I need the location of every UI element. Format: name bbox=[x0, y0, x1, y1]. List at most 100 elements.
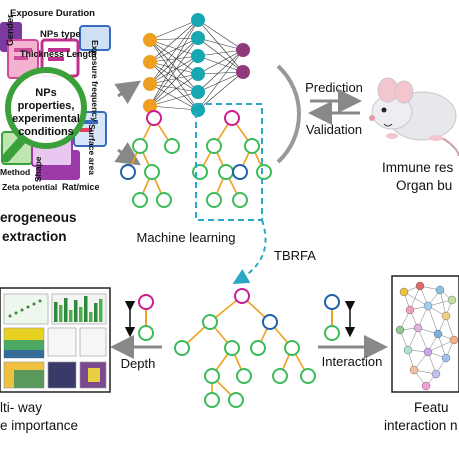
nn-edge bbox=[149, 61, 199, 75]
net-node bbox=[423, 347, 433, 357]
nn-edge bbox=[197, 49, 244, 93]
net-node bbox=[405, 305, 415, 315]
mw-bar bbox=[99, 299, 103, 322]
nn-edge bbox=[149, 39, 199, 111]
tree-node bbox=[232, 164, 248, 180]
mw-bar bbox=[69, 310, 73, 322]
tree-node bbox=[224, 110, 240, 126]
mw-dot bbox=[20, 308, 24, 312]
nn-node bbox=[191, 103, 205, 117]
tree-node bbox=[250, 340, 266, 356]
network-caption-1: Featu bbox=[414, 400, 449, 415]
nn-node bbox=[143, 55, 157, 69]
mw-bar bbox=[94, 303, 98, 322]
nn-edge bbox=[149, 39, 199, 75]
tree-node bbox=[202, 314, 218, 330]
nn-node bbox=[236, 43, 250, 57]
nn-edge bbox=[149, 91, 199, 107]
tbrfa-arrow bbox=[232, 219, 267, 285]
doc-card-blue bbox=[79, 25, 111, 51]
nn-node bbox=[191, 67, 205, 81]
neural-network bbox=[143, 13, 250, 117]
interaction-label: Interaction bbox=[322, 354, 383, 369]
magnifier-text-2: properties, bbox=[18, 100, 75, 112]
net-node bbox=[435, 285, 445, 295]
multiway-caption-1: lti- way bbox=[0, 400, 42, 415]
magnifier-text-1: NPs bbox=[35, 87, 56, 99]
nn-edge bbox=[149, 73, 199, 107]
outcome-caption-2: Organ bu bbox=[396, 178, 452, 193]
mw-bar bbox=[79, 307, 83, 322]
word-rat-mice: Rat/mice bbox=[62, 182, 100, 192]
word-shape: Shape bbox=[33, 156, 43, 182]
nn-edge bbox=[197, 19, 244, 73]
nn-edge bbox=[149, 37, 199, 41]
tbrfa-tree bbox=[174, 288, 316, 408]
net-edge bbox=[427, 339, 455, 353]
mw-dot bbox=[32, 302, 36, 306]
word-method: Method bbox=[0, 167, 30, 177]
tree-node bbox=[144, 164, 160, 180]
nn-edge bbox=[149, 105, 199, 111]
word-exposure-duration: Exposure Duration bbox=[10, 8, 95, 19]
mouse-icon bbox=[369, 77, 459, 157]
tree-node bbox=[156, 192, 172, 208]
tree-node bbox=[244, 138, 260, 154]
tree-node bbox=[146, 110, 162, 126]
extraction-caption-1: erogeneous bbox=[0, 210, 77, 225]
mw-dot bbox=[8, 314, 12, 318]
tree-node bbox=[204, 392, 220, 408]
net-node bbox=[449, 335, 459, 345]
net-node bbox=[415, 281, 425, 291]
tree-node bbox=[132, 192, 148, 208]
mw-bar bbox=[59, 305, 63, 322]
tree-node bbox=[218, 164, 234, 180]
nn-edge bbox=[149, 19, 199, 85]
nn-node bbox=[191, 85, 205, 99]
nn-edge bbox=[197, 19, 244, 51]
word-gender: Gender bbox=[5, 14, 15, 46]
tree-node bbox=[204, 368, 220, 384]
tree-node bbox=[164, 138, 180, 154]
arrow-data-to-nn bbox=[114, 80, 141, 104]
net-edge bbox=[403, 291, 429, 307]
nn-edge bbox=[149, 37, 199, 85]
tree-node bbox=[232, 192, 248, 208]
word-zeta-potential: Zeta potential bbox=[2, 182, 57, 192]
net-node bbox=[413, 323, 423, 333]
tree-node bbox=[206, 192, 222, 208]
random-forest bbox=[120, 110, 272, 208]
net-edge bbox=[437, 333, 447, 359]
mw-dot bbox=[38, 299, 42, 303]
nn-edge bbox=[197, 37, 244, 73]
net-node bbox=[431, 369, 441, 379]
nn-edge bbox=[149, 55, 199, 63]
tbrfa-label: TBRFA bbox=[274, 248, 316, 263]
net-node bbox=[403, 345, 413, 355]
net-node bbox=[395, 325, 405, 335]
tree-node bbox=[256, 164, 272, 180]
mw-bar bbox=[64, 298, 68, 322]
depth-mini-tree bbox=[124, 294, 154, 341]
net-edge bbox=[417, 327, 429, 353]
tree-node bbox=[234, 288, 250, 304]
magnifier-text-4: conditions bbox=[18, 126, 74, 138]
feature-network-panel bbox=[391, 275, 459, 393]
mw-dot bbox=[26, 305, 30, 309]
tree-node bbox=[284, 340, 300, 356]
nn-edge bbox=[149, 37, 199, 63]
net-edge bbox=[439, 289, 447, 317]
net-edge bbox=[427, 305, 439, 335]
depth-label: Depth bbox=[121, 356, 156, 371]
net-node bbox=[441, 353, 451, 363]
nn-edge bbox=[149, 19, 199, 63]
tree-node bbox=[120, 164, 136, 180]
tree-node bbox=[224, 340, 240, 356]
mw-bar bbox=[54, 302, 58, 322]
magnifier-text-3: experimental bbox=[12, 113, 80, 125]
nn-edge bbox=[197, 71, 244, 111]
tree-node bbox=[300, 368, 316, 384]
ml-caption: Machine learning bbox=[136, 230, 235, 245]
word-surface-area: Surface area bbox=[87, 124, 97, 175]
nn-edge bbox=[149, 83, 199, 93]
